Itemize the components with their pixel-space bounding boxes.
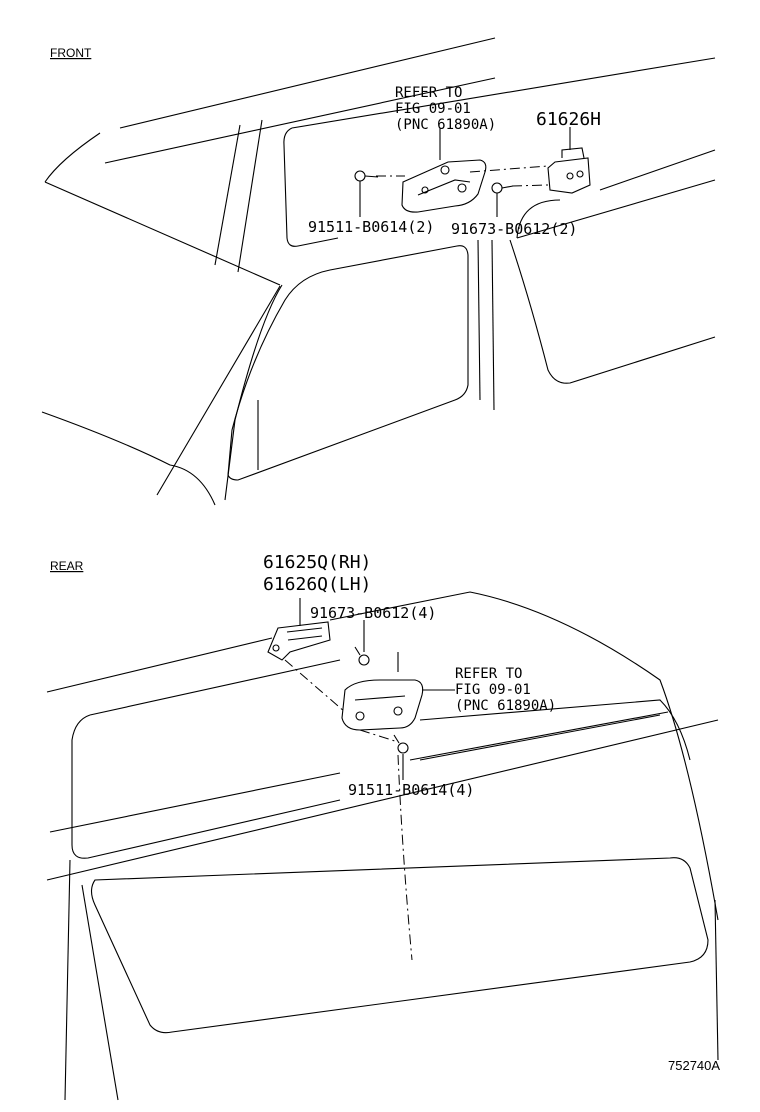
rear-part-rh: 61625Q(RH): [263, 552, 371, 573]
front-callouts: REFER TO FIG 09-01 (PNC 61890A) 61626H 9…: [308, 85, 601, 238]
front-hinge-bracket-61626H: [547, 147, 591, 194]
rear-section: REAR: [46, 552, 719, 1101]
rear-refer-fig: FIG 09-01: [455, 682, 531, 698]
front-screw-right-label: 91673-B0612(2): [451, 220, 577, 238]
rear-screw-top: [354, 646, 370, 666]
rear-hinge-bracket-61625Q: [267, 621, 331, 661]
front-leader-lines: [359, 127, 571, 217]
rear-screw-bottom-label: 91511-B0614(4): [348, 781, 474, 799]
front-section-title: FRONT: [50, 46, 92, 60]
rear-vehicle-outline: [46, 591, 719, 1101]
front-refer-pnc: (PNC 61890A): [395, 117, 496, 133]
rear-part-lh: 61626Q(LH): [263, 574, 371, 595]
figure-id: 752740A: [668, 1058, 720, 1073]
front-refer-fig: FIG 09-01: [395, 101, 471, 117]
rear-assist-grip: [341, 679, 424, 731]
rear-screw-bottom: [393, 734, 409, 754]
front-assist-grip: [401, 159, 487, 213]
front-refer-to: REFER TO: [395, 85, 462, 101]
front-section: FRONT: [41, 37, 716, 506]
rear-refer-to: REFER TO: [455, 666, 522, 682]
front-screw-right: [491, 182, 514, 194]
rear-screw-top-label: 91673-B0612(4): [310, 604, 436, 622]
rear-leader-lines: [284, 598, 455, 780]
front-screw-left: [354, 170, 379, 182]
front-vehicle-outline: [41, 37, 716, 506]
rear-callouts: 61625Q(RH) 61626Q(LH) 91673-B0612(4) REF…: [263, 552, 556, 799]
rear-refer-pnc: (PNC 61890A): [455, 698, 556, 714]
rear-section-title: REAR: [50, 559, 84, 573]
front-screw-left-label: 91511-B0614(2): [308, 218, 434, 236]
front-part-61626H: 61626H: [536, 109, 601, 130]
